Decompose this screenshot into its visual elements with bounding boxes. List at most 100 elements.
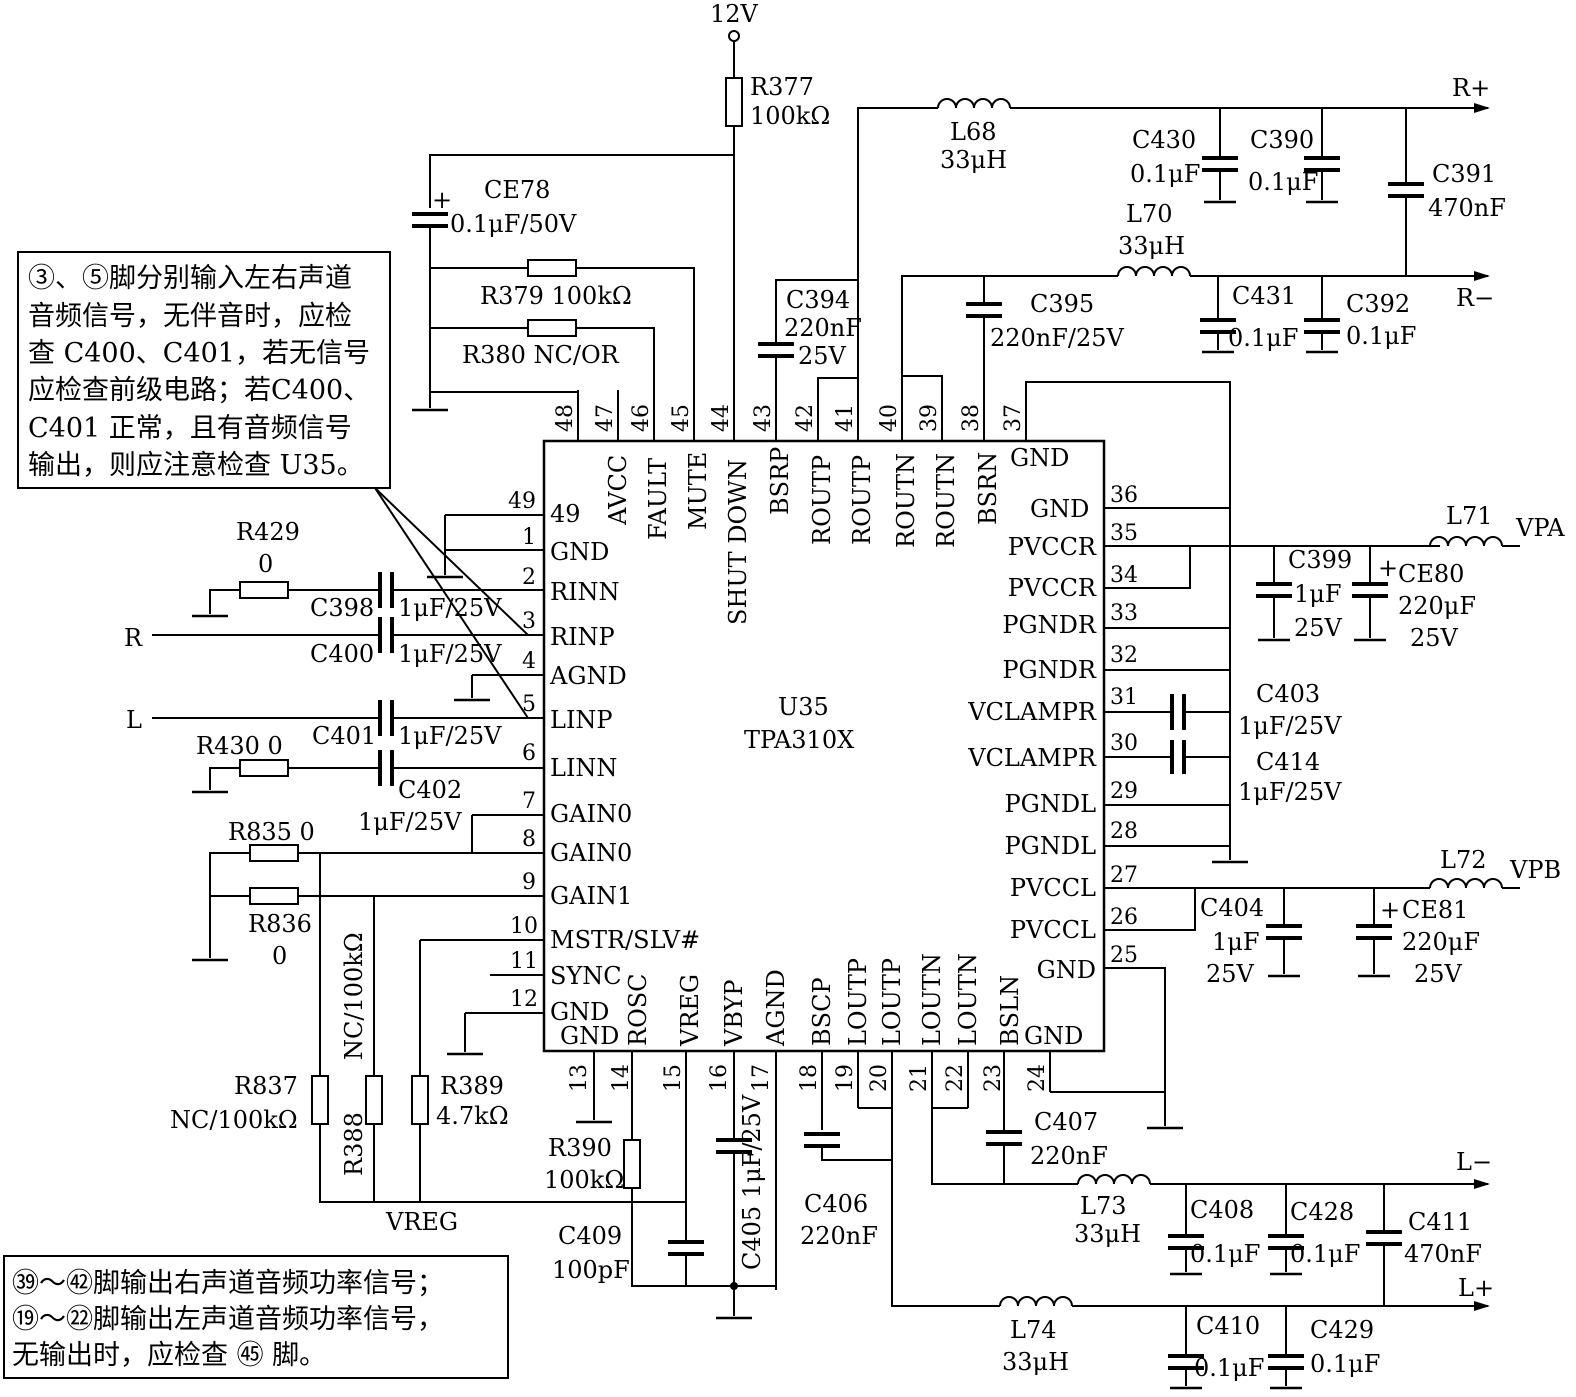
c392-val: 0.1μF [1346,322,1416,350]
pin-21-num: 21 [907,1064,932,1092]
pin-16-name: VBYP [720,979,748,1047]
pin-7-num: 7 [522,789,536,814]
c394-ref: C394 [786,286,850,314]
pin-48-name: AVCC [604,455,632,526]
pin-35-name: PVCCR [1008,533,1097,561]
r-input-label: R [124,624,143,652]
r390-ref: R390 [548,1134,612,1162]
pin-5-num: 5 [522,692,536,717]
pin-46-num: 46 [629,404,654,432]
pin-3-name: RINP [550,623,615,651]
c401-ref: C401 [312,722,376,750]
vreg-label: VREG [385,1208,458,1236]
inductor-l71 [1429,536,1503,547]
pin-2-name: RINN [550,578,620,606]
c407-ref: C407 [1034,1108,1098,1136]
supply-12v-label: 12V [710,0,759,28]
c414-ref: C414 [1256,748,1320,776]
resistor-r379 [527,259,577,277]
pin-17-num: 17 [749,1064,774,1092]
c408-val: 0.1μF [1190,1240,1260,1268]
r389-val: 4.7kΩ [436,1102,509,1130]
pin-38-name: BSRN [974,452,1002,525]
c430-ref: C430 [1132,126,1196,154]
l73-ref: L73 [1080,1192,1126,1220]
c407-val: 220nF [1030,1142,1108,1170]
pin-32-name: PGNDR [1002,656,1097,684]
note-box-input: ③、⑤脚分别输入左右声道 音频信号，无伴音时，应检 查 C400、C401，若无… [17,251,529,719]
vpb-label: VPB [1509,856,1561,884]
pin-13-num: 13 [567,1064,592,1092]
r389-ref: R389 [440,1072,504,1100]
ic-u35-body [542,439,1106,1053]
c399-ref: C399 [1288,546,1352,574]
pin-42-num: 42 [793,404,818,432]
pin-30-name: VCLAMPR [967,744,1097,772]
pin-34-num: 34 [1110,563,1138,588]
r836-val: 0 [272,942,287,970]
pvcc-section: L71 VPA C399 1μF 25V + CE80 220μF 25V C4… [1050,502,1565,1130]
ic-part: TPA310X [744,726,854,754]
ce80-plus: + [1378,554,1398,582]
pin-6-num: 6 [522,741,536,766]
c404-val2: 25V [1206,960,1255,988]
pin-8-name: GAIN0 [550,839,632,867]
l73-val: 33μH [1074,1220,1141,1248]
l70-val: 33μH [1118,232,1185,260]
c390-val: 0.1μF [1248,168,1318,196]
pin-18-name: BSCP [808,977,836,1046]
note2-line-3: 无输出时，应检查 ㊺ 脚。 [12,1340,326,1371]
c409-ref: C409 [558,1222,622,1250]
note2-line-1: ㊴～㊷脚输出右声道音频功率信号； [12,1268,444,1299]
c394-val1: 220nF [784,314,862,342]
pin-20-num: 20 [867,1064,892,1092]
right-output-section: L68 33μH R+ C430 0.1μF C390 0.1μF C391 4… [758,74,1506,864]
pin-49-name: 49 [550,500,581,528]
c402-ref: C402 [398,776,462,804]
pin-12-num: 12 [510,987,538,1012]
r377-val: 100kΩ [750,102,830,130]
inductor-l74 [999,1296,1073,1307]
pin-25-name: GND [1037,956,1096,984]
resistor-r430 [239,759,289,777]
c404-ref: C404 [1200,894,1264,922]
r388-ref: R388 [340,1112,368,1176]
c411-ref: C411 [1408,1208,1472,1236]
resistor-r380 [527,319,577,337]
c401-val: 1μF/25V [398,722,502,750]
pin-12-name: GND [550,998,609,1026]
pin-41-num: 41 [833,404,858,432]
pins-top: 48 47 46 45 44 43 42 41 40 39 38 37 AVCC… [553,390,1027,625]
l-input-label: L [126,706,142,734]
pin-39-num: 39 [917,404,942,432]
l-plus-label: L+ [1458,1274,1494,1302]
note1-line-4: 应检查前级电路；若C400、 [28,375,370,406]
pin-33-name: PGNDR [1002,611,1097,639]
r-plus-label: R+ [1452,74,1490,102]
c406-ref: C406 [804,1190,868,1218]
ce80-val2: 25V [1410,624,1459,652]
inductor-l73 [1077,1174,1151,1185]
pin-34-name: PVCCR [1008,574,1097,602]
pin-45-num: 45 [669,404,694,432]
pin-26-num: 26 [1110,905,1138,930]
pin-11-name: SYNC [550,962,622,990]
pins-right: 36 35 34 33 32 31 30 29 28 27 26 25 GND … [967,444,1440,984]
pin-19-num: 19 [833,1064,858,1092]
r377-ref: R377 [750,73,814,101]
resistor-r836 [249,887,299,905]
c414-val: 1μF/25V [1238,778,1342,806]
pin-35-num: 35 [1110,521,1138,546]
pin-33-num: 33 [1110,601,1138,626]
ce81-val2: 25V [1414,960,1463,988]
pin-28-num: 28 [1110,819,1138,844]
resistor-r389 [411,1075,429,1125]
pin-46-name: FAULT [644,458,672,540]
pin-47-num: 47 [593,404,618,432]
c392-ref: C392 [1346,290,1410,318]
r429-val: 0 [258,550,273,578]
pin-14-num: 14 [609,1064,634,1092]
c395-ref: C395 [1030,290,1094,318]
l68-ref: L68 [950,118,996,146]
r837-val: NC/100kΩ [170,1106,298,1134]
